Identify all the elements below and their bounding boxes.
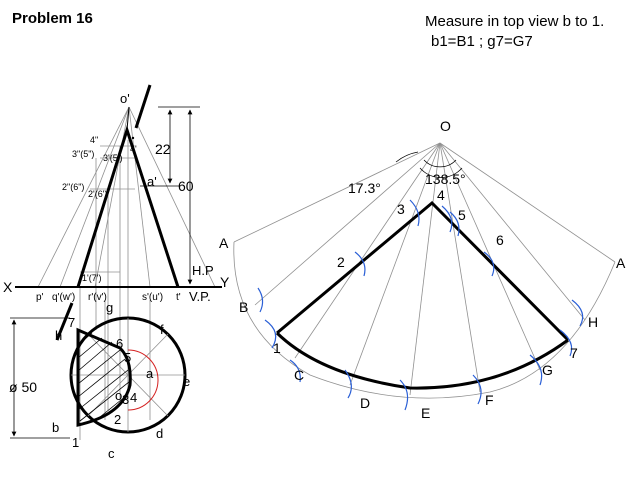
tv-label-e: e xyxy=(183,374,190,389)
tv-label-b: b xyxy=(52,420,59,435)
instruction-line-2: b1=B1 ; g7=G7 xyxy=(431,33,533,50)
tv-label-a: a xyxy=(146,366,154,381)
cutting-plane-upper xyxy=(134,84,152,129)
section-outline xyxy=(76,327,132,427)
instruction-line-1: Measure in top view b to 1. xyxy=(425,13,605,30)
fv-gen-label-3: 4' xyxy=(130,144,137,154)
fv-gen-label-4: 2"(6") xyxy=(62,182,84,192)
tv-point-7: 7 xyxy=(68,315,75,330)
tv-label-g: g xyxy=(106,300,113,315)
apex-front-label: o' xyxy=(120,91,130,106)
fv-gen-label-6: 1'(7') xyxy=(82,273,101,283)
dev-outline-label-2: C xyxy=(294,367,304,383)
dev-section-line xyxy=(276,200,570,342)
dev-point-3: 3 xyxy=(397,201,405,217)
angle-small-label: 17.3° xyxy=(348,180,381,196)
tv-point-2: 2 xyxy=(114,412,121,427)
dev-outline-label-0: A xyxy=(219,235,229,251)
diameter-label: ø 50 xyxy=(9,379,37,395)
dev-apex-label: O xyxy=(440,118,451,134)
xy-left-label: X xyxy=(3,279,13,295)
dev-point-4: 4 xyxy=(437,187,445,203)
dev-outline-label-4: E xyxy=(421,405,430,421)
tv-point-6: 6 xyxy=(116,336,123,351)
problem-title: Problem 16 xyxy=(12,10,93,27)
fv-gen-label-0: 4" xyxy=(90,135,98,145)
tv-point-3: 3 xyxy=(122,392,129,407)
dev-blue-arcs xyxy=(257,199,584,411)
top-view xyxy=(10,316,187,439)
dev-point-5: 5 xyxy=(458,207,466,223)
development xyxy=(233,142,616,411)
fv-generator-q xyxy=(59,106,130,288)
fv-gen-label-5: 2'(6') xyxy=(88,189,107,199)
tv-point-4: 4 xyxy=(130,390,137,405)
fv-gen-label-1: 3"(5") xyxy=(72,149,94,159)
xy-right-label: Y xyxy=(220,274,230,290)
dev-outline-label-7: H xyxy=(588,314,598,330)
fv-xy-label-0: p' xyxy=(36,292,44,303)
tv-label-c: c xyxy=(108,446,115,461)
fv-xy-label-1: q'(w') xyxy=(52,292,75,303)
cut-dim-label: 22 xyxy=(155,141,171,157)
fv-xy-label-2: r'(v') xyxy=(88,292,107,303)
fv-gen-label-2: 3'(5') xyxy=(103,153,122,163)
fv-generator-p xyxy=(37,106,130,288)
dev-point-7: 7 xyxy=(570,345,578,361)
tv-label-f: f xyxy=(160,322,164,337)
angle-large-label: 138.5° xyxy=(425,171,466,187)
dev-base-arc xyxy=(275,331,569,390)
dev-outline-label-1: B xyxy=(239,299,248,315)
dev-point-6: 6 xyxy=(496,232,504,248)
section-hatching xyxy=(77,332,130,422)
height-dim-label: 60 xyxy=(178,178,194,194)
tv-label-h: h xyxy=(55,328,62,343)
dev-outline-label-8: A xyxy=(616,255,626,271)
dev-outline-label-3: D xyxy=(360,395,370,411)
dev-point-2: 2 xyxy=(337,254,345,270)
vp-label: V.P. xyxy=(189,289,211,304)
tv-label-d: d xyxy=(156,426,163,441)
fv-gen-label-7: a' xyxy=(147,174,157,189)
tv-point-5: 5 xyxy=(124,350,131,365)
dev-radials xyxy=(233,142,616,396)
fv-generator-s xyxy=(128,106,151,288)
cutting-plane-lower xyxy=(55,302,74,341)
fv-generator-t xyxy=(128,106,216,288)
dev-point-1: 1 xyxy=(273,340,281,356)
dev-outline-label-6: G xyxy=(542,362,553,378)
fv-xy-label-4: t' xyxy=(176,292,181,303)
apex-top-label: o xyxy=(115,388,122,403)
red-arc xyxy=(127,349,159,411)
fv-xy-label-3: s'(u') xyxy=(142,292,163,303)
tv-point-1: 1 xyxy=(72,435,79,450)
dev-outline-label-5: F xyxy=(485,392,494,408)
hp-label: H.P xyxy=(192,263,214,278)
front-view xyxy=(15,84,222,440)
dev-outer-arc xyxy=(233,241,616,399)
